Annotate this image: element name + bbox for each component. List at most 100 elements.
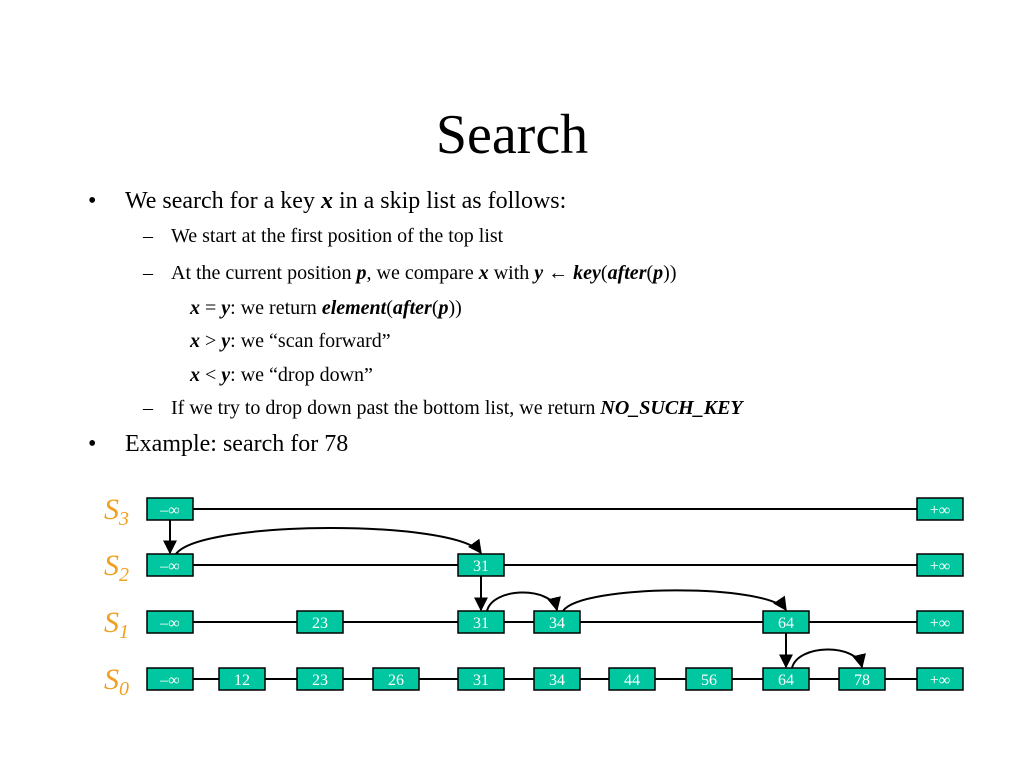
list-node — [146, 497, 194, 521]
list-node — [296, 610, 344, 634]
list-node — [296, 667, 344, 691]
var-p: p — [356, 262, 367, 284]
node-value: 34 — [549, 615, 565, 632]
case-less: x < y: we “drop down” — [190, 362, 373, 388]
list-node — [916, 667, 964, 691]
text: with — [488, 262, 535, 284]
list-node — [146, 667, 194, 691]
operator: = — [200, 297, 222, 319]
level-label-sub: 2 — [119, 564, 129, 586]
list-node — [608, 667, 656, 691]
list-node — [838, 667, 886, 691]
paren: )) — [448, 297, 462, 319]
dash-marker: – — [143, 397, 153, 419]
operator: < — [200, 364, 222, 386]
node-value: 44 — [624, 672, 640, 689]
level-label: S3 — [104, 493, 129, 530]
node-value: +∞ — [930, 672, 950, 689]
operator: > — [200, 330, 222, 352]
list-node — [762, 667, 810, 691]
paren: ( — [386, 297, 393, 319]
bullet-search-intro: We search for a key x in a skip list as … — [125, 186, 566, 216]
sub-bullet-no-such-key: If we try to drop down past the bottom l… — [171, 395, 743, 421]
search-scan-arrow — [486, 591, 561, 612]
paren: ( — [431, 297, 439, 319]
text: We search for a key — [125, 188, 321, 214]
node-value: –∞ — [159, 672, 179, 689]
node-value: 31 — [473, 615, 489, 632]
text: : we “scan forward” — [230, 330, 391, 352]
text: If we try to drop down past the bottom l… — [171, 397, 601, 419]
node-value: +∞ — [930, 502, 950, 519]
no-such-key: NO_SUCH_KEY — [600, 397, 743, 419]
paren: ( — [646, 262, 654, 284]
level-label: S0 — [104, 663, 129, 700]
paren: ( — [600, 262, 608, 284]
sub-bullet-start: We start at the first position of the to… — [171, 225, 504, 247]
list-node — [146, 553, 194, 577]
node-value: –∞ — [159, 502, 179, 519]
list-node — [762, 610, 810, 634]
var-x: x — [190, 330, 200, 352]
var-x: x — [320, 188, 333, 214]
node-value: 23 — [312, 672, 328, 689]
bullet-marker: • — [88, 188, 97, 214]
list-node — [457, 667, 505, 691]
node-value: +∞ — [930, 615, 950, 632]
node-value: 12 — [234, 672, 250, 689]
list-node — [916, 610, 964, 634]
node-value: –∞ — [159, 558, 179, 575]
text: At the current position — [171, 262, 357, 284]
dash-marker: – — [143, 262, 153, 284]
node-value: 23 — [312, 615, 328, 632]
var-y: y — [221, 297, 231, 319]
list-node — [146, 610, 194, 634]
level-label: S1 — [104, 606, 129, 643]
level-label-name: S — [104, 549, 119, 582]
node-value: 31 — [473, 558, 489, 575]
var-y: y — [221, 330, 231, 352]
var-x: x — [478, 262, 489, 284]
var-p: p — [653, 262, 664, 284]
text: : we “drop down” — [230, 364, 373, 386]
level-label-name: S — [104, 493, 119, 526]
search-scan-arrow — [562, 589, 787, 612]
slide-title: Search — [435, 104, 589, 166]
var-p: p — [438, 297, 449, 319]
list-node — [916, 497, 964, 521]
node-value: –∞ — [159, 615, 179, 632]
list-node — [372, 667, 420, 691]
node-value: 31 — [473, 672, 489, 689]
case-equal: x = y: we return element(after(p)) — [190, 295, 462, 321]
node-value: 78 — [854, 672, 870, 689]
paren: )) — [663, 262, 677, 284]
list-node — [916, 553, 964, 577]
node-value: +∞ — [930, 558, 950, 575]
bullet-marker: • — [88, 431, 97, 457]
level-label-sub: 1 — [119, 621, 129, 643]
search-scan-arrow — [175, 527, 482, 555]
list-node — [685, 667, 733, 691]
fn-after: after — [392, 297, 432, 319]
list-node — [218, 667, 266, 691]
text: : we return — [230, 297, 322, 319]
node-value: 26 — [388, 672, 404, 689]
node-value: 64 — [778, 615, 794, 632]
level-label-sub: 0 — [119, 678, 129, 700]
level-label-name: S — [104, 663, 119, 696]
assign-arrow: ← — [543, 262, 574, 284]
bullet-example: Example: search for 78 — [125, 431, 349, 457]
list-node — [457, 553, 505, 577]
level-label-name: S — [104, 606, 119, 639]
node-value: 34 — [549, 672, 565, 689]
sub-bullet-compare: At the current position p, we compare x … — [171, 260, 676, 286]
text: , we compare — [366, 262, 479, 284]
list-node — [533, 610, 581, 634]
node-value: 56 — [701, 672, 717, 689]
text: in a skip list as follows: — [332, 188, 567, 214]
level-label: S2 — [104, 549, 129, 586]
var-y: y — [534, 262, 544, 284]
var-x: x — [190, 364, 200, 386]
level-label-sub: 3 — [118, 508, 129, 530]
